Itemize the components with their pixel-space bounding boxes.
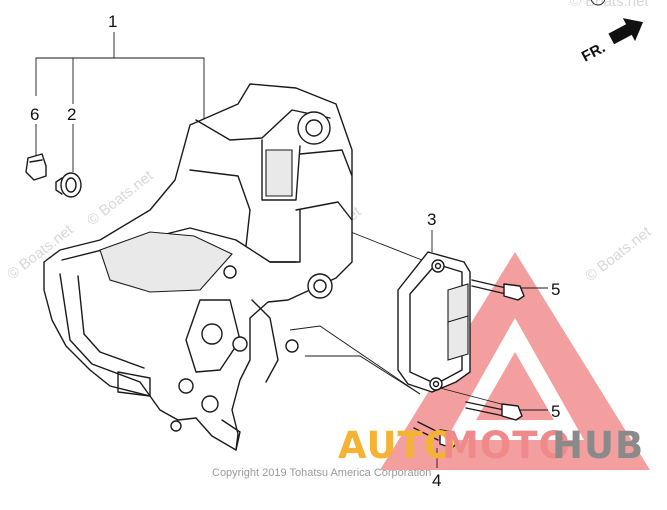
direction-arrow-icon (608, 18, 644, 45)
part-5-bolt-upper (471, 279, 525, 301)
part-5-bolt-lower (465, 401, 523, 421)
direction-label: FR. (579, 39, 608, 65)
callout-1: 1 (108, 12, 117, 31)
direction-indicator: FR. (579, 18, 644, 66)
brand-text-hub: HUB (552, 424, 644, 467)
callout-6: 6 (30, 105, 39, 124)
callout-2: 2 (67, 105, 76, 124)
watermark-right: © Boats.net (582, 223, 655, 285)
brand-logo-text: AUTO MOTO HUB (338, 424, 644, 467)
part-2-grommet (55, 172, 82, 198)
part-4-bolt (413, 421, 459, 449)
callout-4: 4 (432, 471, 441, 490)
callout-5-upper: 5 (551, 280, 560, 299)
callout-numbers: 1 6 2 3 5 5 4 (30, 12, 560, 490)
corner-mark (590, 0, 606, 6)
callout-5-lower: 5 (551, 402, 560, 421)
engine-housing (43, 83, 353, 451)
triangle-core (476, 352, 554, 420)
part-3-module (397, 251, 471, 393)
watermark-top-right: © Boats.net (570, 0, 649, 10)
brand-text-moto: MOTO (442, 424, 571, 467)
callout-3: 3 (427, 210, 436, 229)
part-6-plug (25, 153, 47, 181)
brand-text-auto: AUTO (338, 424, 456, 467)
brand-triangle-logo (380, 252, 650, 470)
copyright-notice: Copyright 2019 Tohatsu America Corporati… (212, 467, 431, 479)
